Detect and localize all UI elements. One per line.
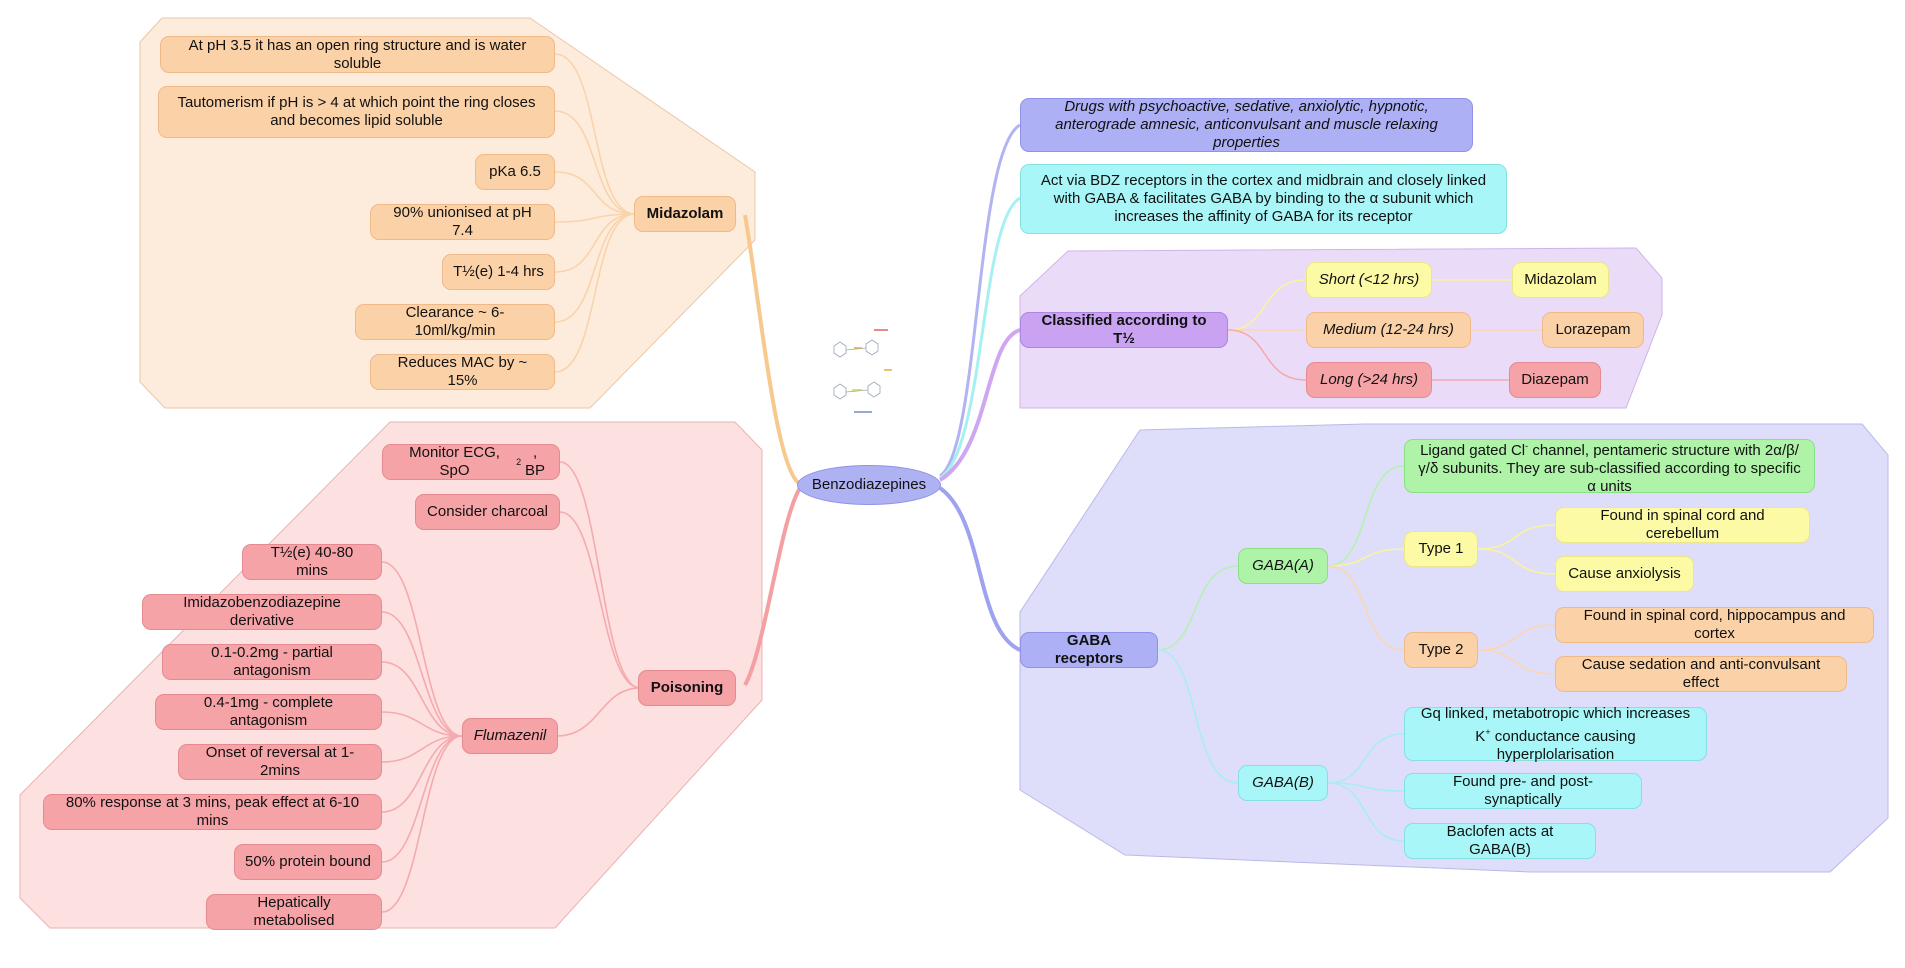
class-medium-drug[interactable]: Lorazepam xyxy=(1542,312,1644,348)
connector-root-gaba xyxy=(938,486,1021,652)
gaba-a-type1-node[interactable]: Type 1 xyxy=(1404,531,1478,567)
gq-text: Gq linked, metabotropic which increases … xyxy=(1420,704,1691,763)
ligand-text: Ligand gated Cl- channel, pentameric str… xyxy=(1418,440,1801,495)
connector-root-classified xyxy=(938,328,1021,482)
root-node-benzodiazepines[interactable]: Benzodiazepines xyxy=(797,465,941,505)
poisoning-branch-lines xyxy=(555,461,641,737)
flumazenil-item-complete[interactable]: 0.4-1mg - complete antagonism xyxy=(155,694,382,730)
flumazenil-item-protein-bound[interactable]: 50% protein bound xyxy=(234,844,382,880)
gaba-b-node[interactable]: GABA(B) xyxy=(1238,765,1328,801)
connector-root-act xyxy=(939,196,1021,480)
classified-node[interactable]: Classified according to T½ xyxy=(1020,312,1228,348)
class-short-drug[interactable]: Midazolam xyxy=(1512,262,1609,298)
midazolam-item-clearance[interactable]: Clearance ~ 6-10ml/kg/min xyxy=(355,304,555,340)
type1-item-spinal-cerebellum[interactable]: Found in spinal cord and cerebellum xyxy=(1555,507,1810,543)
monitor-text-prefix: Monitor ECG, SpO xyxy=(409,444,500,479)
flumazenil-node[interactable]: Flumazenil xyxy=(462,718,558,754)
midazolam-node[interactable]: Midazolam xyxy=(634,196,736,232)
flumazenil-item-metabolised[interactable]: Hepatically metabolised xyxy=(206,894,382,930)
connector-root-poisoning xyxy=(743,486,802,686)
midazolam-item-unionised[interactable]: 90% unionised at pH 7.4 xyxy=(370,204,555,240)
gaba-b-baclofen-node[interactable]: Baclofen acts at GABA(B) xyxy=(1404,823,1596,859)
gaba-a-node[interactable]: GABA(A) xyxy=(1238,548,1328,584)
class-long[interactable]: Long (>24 hrs) xyxy=(1306,362,1432,398)
drugs-properties-node[interactable]: Drugs with psychoactive, sedative, anxio… xyxy=(1020,98,1473,152)
midazolam-item-half-life[interactable]: T½(e) 1-4 hrs xyxy=(442,254,555,290)
class-long-drug[interactable]: Diazepam xyxy=(1509,362,1601,398)
gaba-receptors-node[interactable]: GABA receptors xyxy=(1020,632,1158,668)
poisoning-item-monitor[interactable]: Monitor ECG, SpO 2, BP xyxy=(382,444,560,480)
flumazenil-item-partial[interactable]: 0.1-0.2mg - partial antagonism xyxy=(162,644,382,680)
flumazenil-item-derivative[interactable]: Imidazobenzodiazepine derivative xyxy=(142,594,382,630)
type2-item-sedation[interactable]: Cause sedation and anti-convulsant effec… xyxy=(1555,656,1847,692)
poisoning-item-charcoal[interactable]: Consider charcoal xyxy=(415,494,560,530)
gaba-a-type2-node[interactable]: Type 2 xyxy=(1404,632,1478,668)
type2-item-spinal-hippocampus[interactable]: Found in spinal cord, hippocampus and co… xyxy=(1555,607,1874,643)
connector-root-midazolam xyxy=(743,214,802,486)
flumazenil-item-half-life[interactable]: T½(e) 40-80 mins xyxy=(242,544,382,580)
gaba-b-gq-node[interactable]: Gq linked, metabotropic which increases … xyxy=(1404,704,1707,763)
poisoning-node[interactable]: Poisoning xyxy=(638,670,736,706)
gaba-a-ligand-node[interactable]: Ligand gated Cl- channel, pentameric str… xyxy=(1404,439,1815,495)
act-via-node[interactable]: Act via BDZ receptors in the cortex and … xyxy=(1020,164,1507,234)
class-medium[interactable]: Medium (12-24 hrs) xyxy=(1306,312,1471,348)
midazolam-item-tautomerism[interactable]: Tautomerism if pH is > 4 at which point … xyxy=(158,86,555,138)
flumazenil-item-onset[interactable]: Onset of reversal at 1-2mins xyxy=(178,744,382,780)
class-short[interactable]: Short (<12 hrs) xyxy=(1306,262,1432,298)
midazolam-item-open-ring[interactable]: At pH 3.5 it has an open ring structure … xyxy=(160,36,555,73)
midazolam-item-mac[interactable]: Reduces MAC by ~ 15% xyxy=(370,354,555,390)
midazolam-branch-lines xyxy=(554,53,636,373)
gaba-b-synaptic-node[interactable]: Found pre- and post- synaptically xyxy=(1404,773,1642,809)
connector-root-drugs xyxy=(939,123,1021,478)
monitor-text-subscript: 2 xyxy=(516,457,522,467)
structure-thumbnail-image xyxy=(833,329,892,413)
type1-item-anxiolysis[interactable]: Cause anxiolysis xyxy=(1555,556,1694,592)
midazolam-item-pka[interactable]: pKa 6.5 xyxy=(475,154,555,190)
flumazenil-branch-lines xyxy=(381,561,463,913)
monitor-text-suffix: , BP xyxy=(525,444,546,479)
flumazenil-item-response[interactable]: 80% response at 3 mins, peak effect at 6… xyxy=(43,794,382,830)
